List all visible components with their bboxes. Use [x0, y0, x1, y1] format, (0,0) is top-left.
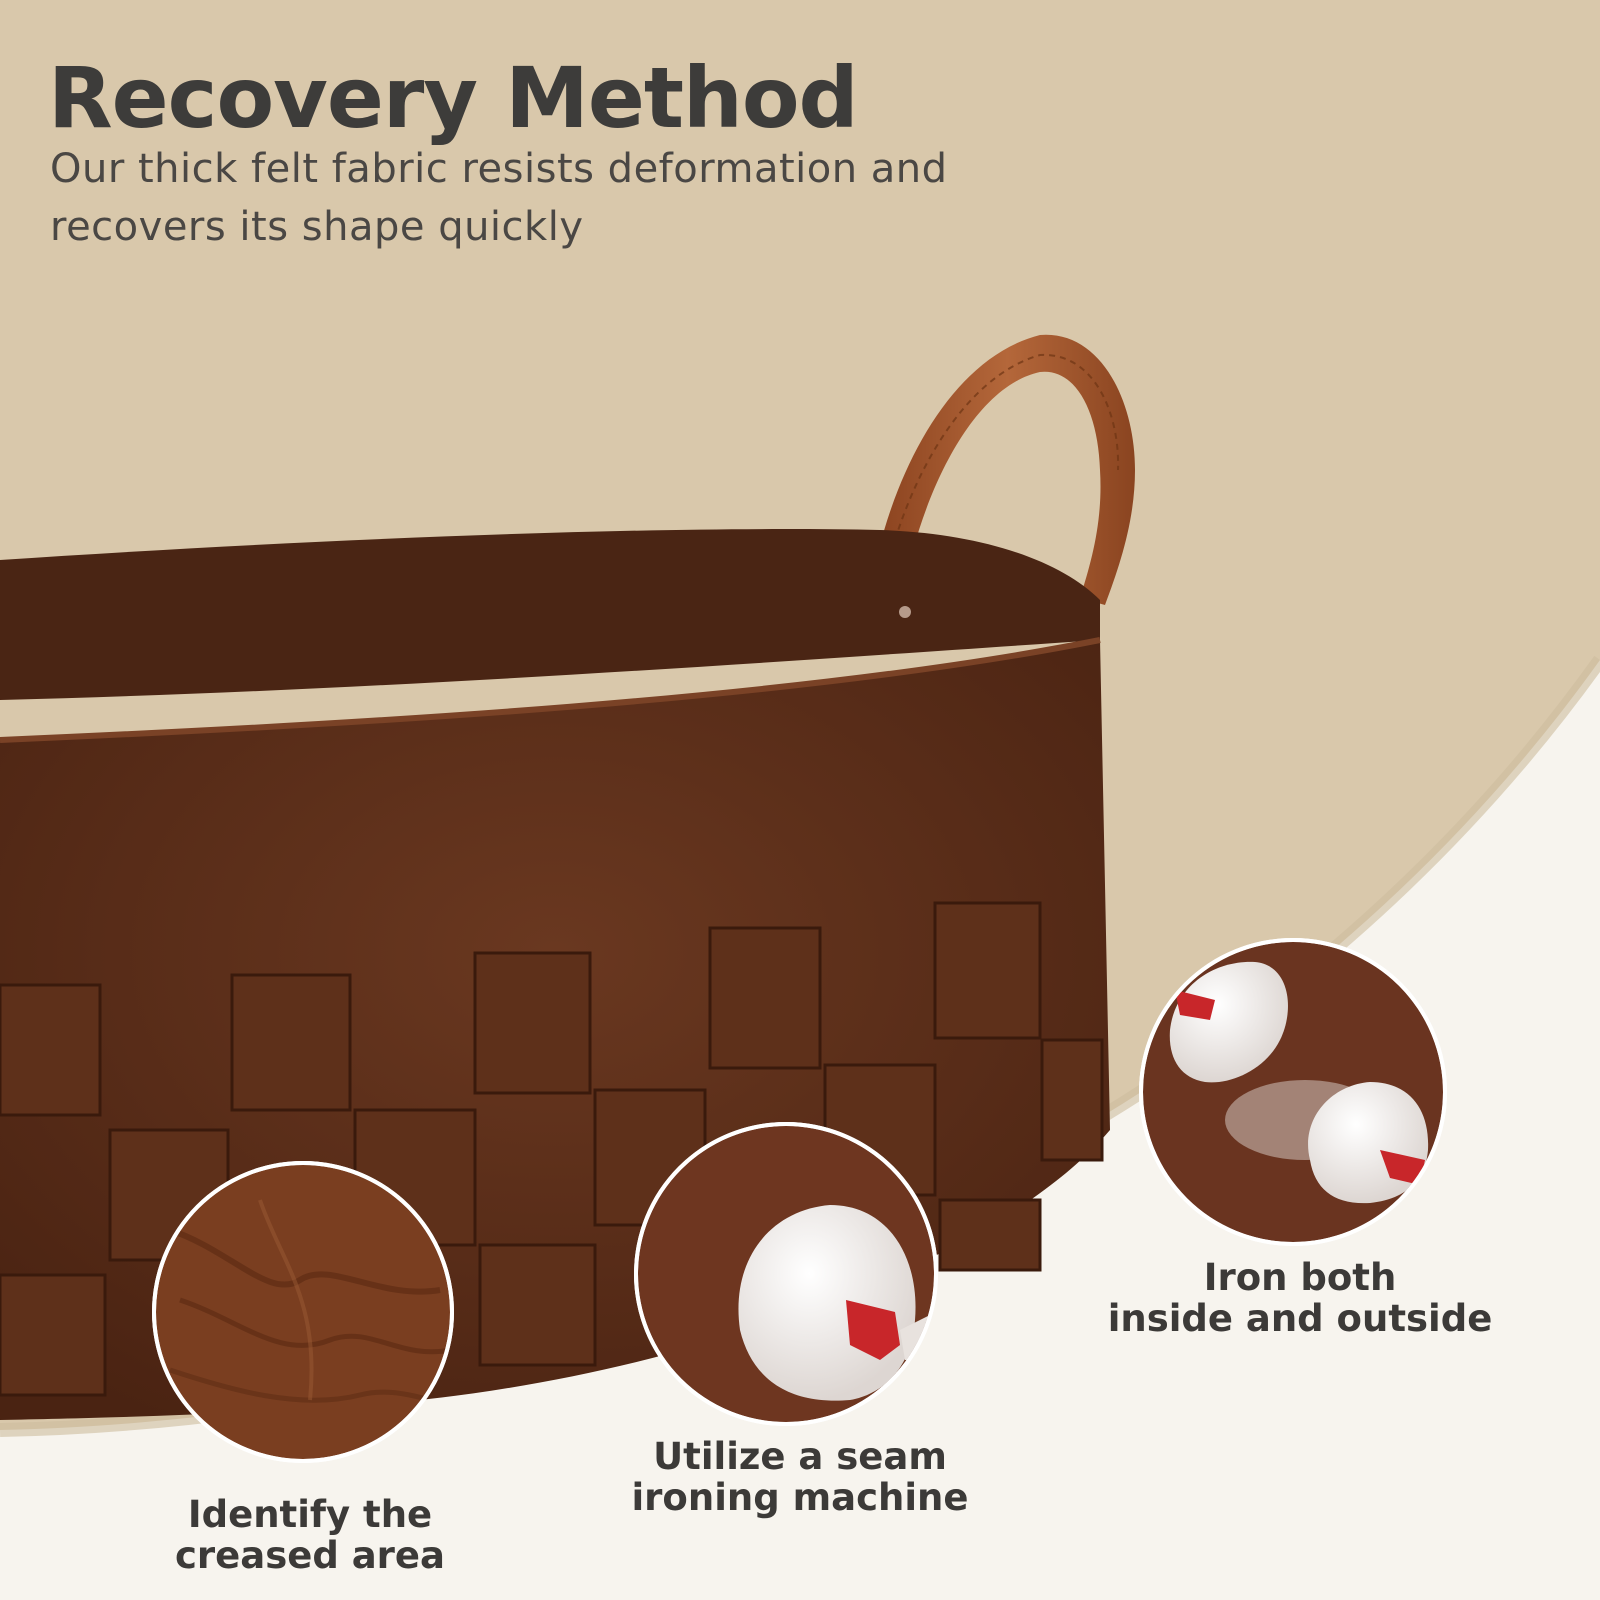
steam-iron-icon	[634, 1122, 938, 1426]
step-1-caption-line-2: creased area	[174, 1534, 445, 1577]
page-subtitle: Our thick felt fabric resists deformatio…	[50, 140, 1010, 256]
step-3-caption-line-2: inside and outside	[1107, 1297, 1493, 1340]
step-2-caption-line-1: Utilize a seam	[653, 1435, 947, 1478]
page-title: Recovery Method	[48, 49, 859, 147]
steam-iron-both-sides-icon	[1139, 938, 1447, 1246]
woven-band	[0, 901, 1104, 1397]
subtitle-line-2: recovers its shape quickly	[50, 204, 584, 250]
step-1-caption-line-1: Identify the	[187, 1493, 433, 1536]
step-3-caption-line-1: Iron both	[1203, 1256, 1397, 1299]
step-1-caption: Identify the creased area	[130, 1494, 490, 1576]
step-2-caption: Utilize a seam ironing machine	[600, 1436, 1000, 1518]
subtitle-line-1: Our thick felt fabric resists deformatio…	[50, 146, 948, 192]
step-2-caption-line-2: ironing machine	[631, 1476, 969, 1519]
step-3-caption: Iron both inside and outside	[1100, 1257, 1500, 1339]
creased-felt-closeup-icon	[152, 1161, 454, 1463]
leather-handle	[880, 334, 1135, 605]
cream-background-arc	[0, 660, 1600, 1600]
